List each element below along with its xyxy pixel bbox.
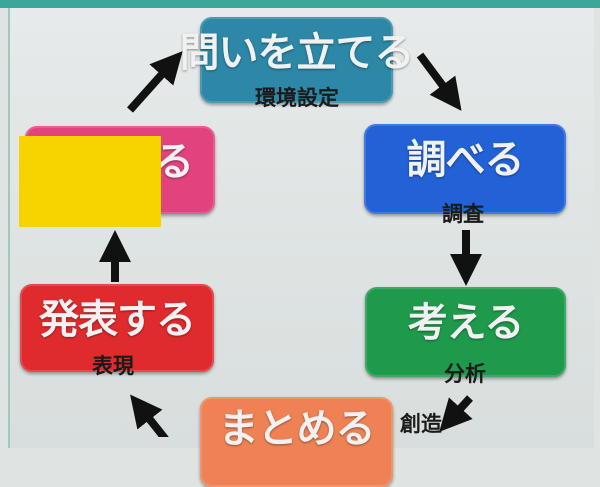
- step-subtitle: 環境設定: [255, 86, 339, 110]
- arrow-top-to-blue: [416, 52, 462, 111]
- cycle-arrows: [99, 51, 482, 437]
- top-banner: [0, 0, 600, 8]
- step-label: 考える: [407, 300, 525, 346]
- arrow-green-to-orange: [439, 395, 473, 432]
- step-subtitle: 調査: [442, 202, 484, 226]
- step-box-think: 考える: [365, 287, 566, 377]
- step-box-research: 調べる: [364, 124, 566, 214]
- step-subtitle: 表現: [92, 354, 134, 378]
- arrow-orange-to-red: [130, 394, 169, 437]
- step-label: 調べる: [406, 137, 525, 183]
- step-subtitle: 創造: [400, 412, 442, 436]
- redaction-block: [19, 136, 161, 227]
- step-box-ask-question: 問いを立てる: [180, 17, 415, 103]
- arrow-pink-to-top: [127, 51, 183, 113]
- step-subtitle: 分析: [444, 362, 486, 386]
- step-label: まとめる: [218, 406, 376, 452]
- step-label: 問いを立てる: [179, 30, 415, 76]
- step-box-present: 発表する: [20, 284, 214, 372]
- step-box-summarize: まとめる: [200, 397, 393, 487]
- step-label: 発表する: [39, 297, 196, 343]
